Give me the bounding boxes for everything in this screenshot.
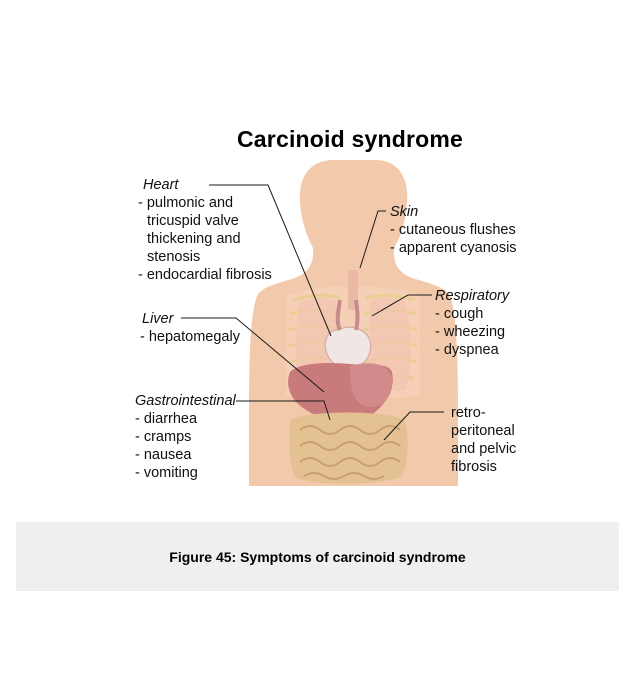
retroperitoneal-item: and pelvic bbox=[451, 441, 517, 457]
gastrointestinal-item: - nausea bbox=[135, 447, 192, 463]
retroperitoneal-item: fibrosis bbox=[451, 459, 497, 475]
gastrointestinal-item: - diarrhea bbox=[135, 411, 198, 427]
liver-item: - hepatomegaly bbox=[140, 329, 240, 345]
retroperitoneal-label: retro- peritoneal and pelvic fibrosis bbox=[451, 404, 516, 476]
heart-item: stenosis bbox=[147, 249, 201, 265]
skin-item: - cutaneous flushes bbox=[390, 222, 516, 238]
retroperitoneal-item: peritoneal bbox=[451, 423, 515, 439]
diagram-title: Carcinoid syndrome bbox=[237, 126, 463, 152]
liver-label: Liver - hepatomegaly bbox=[140, 310, 240, 346]
gastrointestinal-item: - vomiting bbox=[135, 465, 198, 481]
skin-item: - apparent cyanosis bbox=[390, 240, 517, 256]
gastrointestinal-label: Gastrointestinal - diarrhea - cramps - n… bbox=[135, 392, 236, 482]
heart-item: tricuspid valve bbox=[147, 213, 239, 229]
liver-leader-line bbox=[181, 317, 325, 393]
stomach bbox=[350, 362, 393, 407]
gastrointestinal-item: - cramps bbox=[135, 429, 192, 445]
respiratory-label: Respiratory - cough - wheezing - dyspnea bbox=[435, 287, 509, 359]
heart-item: thickening and bbox=[147, 231, 241, 247]
intestine-folds bbox=[299, 425, 401, 480]
heart-item: - pulmonic and bbox=[138, 195, 234, 211]
trachea bbox=[348, 270, 358, 310]
heart-leader-line bbox=[209, 184, 332, 337]
gastrointestinal-heading: Gastrointestinal bbox=[135, 393, 236, 409]
respiratory-item: - dyspnea bbox=[435, 342, 499, 358]
retroperitoneal-item: retro- bbox=[451, 405, 486, 421]
respiratory-leader-line bbox=[371, 294, 432, 317]
liver-heading: Liver bbox=[142, 311, 174, 327]
skin-heading: Skin bbox=[390, 204, 419, 220]
skin-leader-line bbox=[359, 210, 386, 269]
heart-label: Heart - pulmonic and tricuspid valve thi… bbox=[138, 176, 272, 284]
respiratory-item: - wheezing bbox=[435, 324, 506, 340]
gastrointestinal-leader-line bbox=[236, 400, 331, 421]
figure-caption-box: Figure 45: Symptoms of carcinoid syndrom… bbox=[16, 522, 619, 591]
heart-heading: Heart bbox=[143, 177, 179, 193]
skin-label: Skin - cutaneous flushes - apparent cyan… bbox=[390, 203, 517, 257]
respiratory-item: - cough bbox=[435, 306, 484, 322]
heart-vessels bbox=[335, 299, 360, 331]
heart bbox=[324, 326, 372, 369]
heart-item: - endocardial fibrosis bbox=[138, 267, 272, 283]
leader-lines bbox=[181, 184, 444, 441]
respiratory-heading: Respiratory bbox=[435, 288, 510, 304]
figure-caption: Figure 45: Symptoms of carcinoid syndrom… bbox=[169, 549, 466, 565]
retroperitoneal-leader-line bbox=[383, 411, 444, 441]
